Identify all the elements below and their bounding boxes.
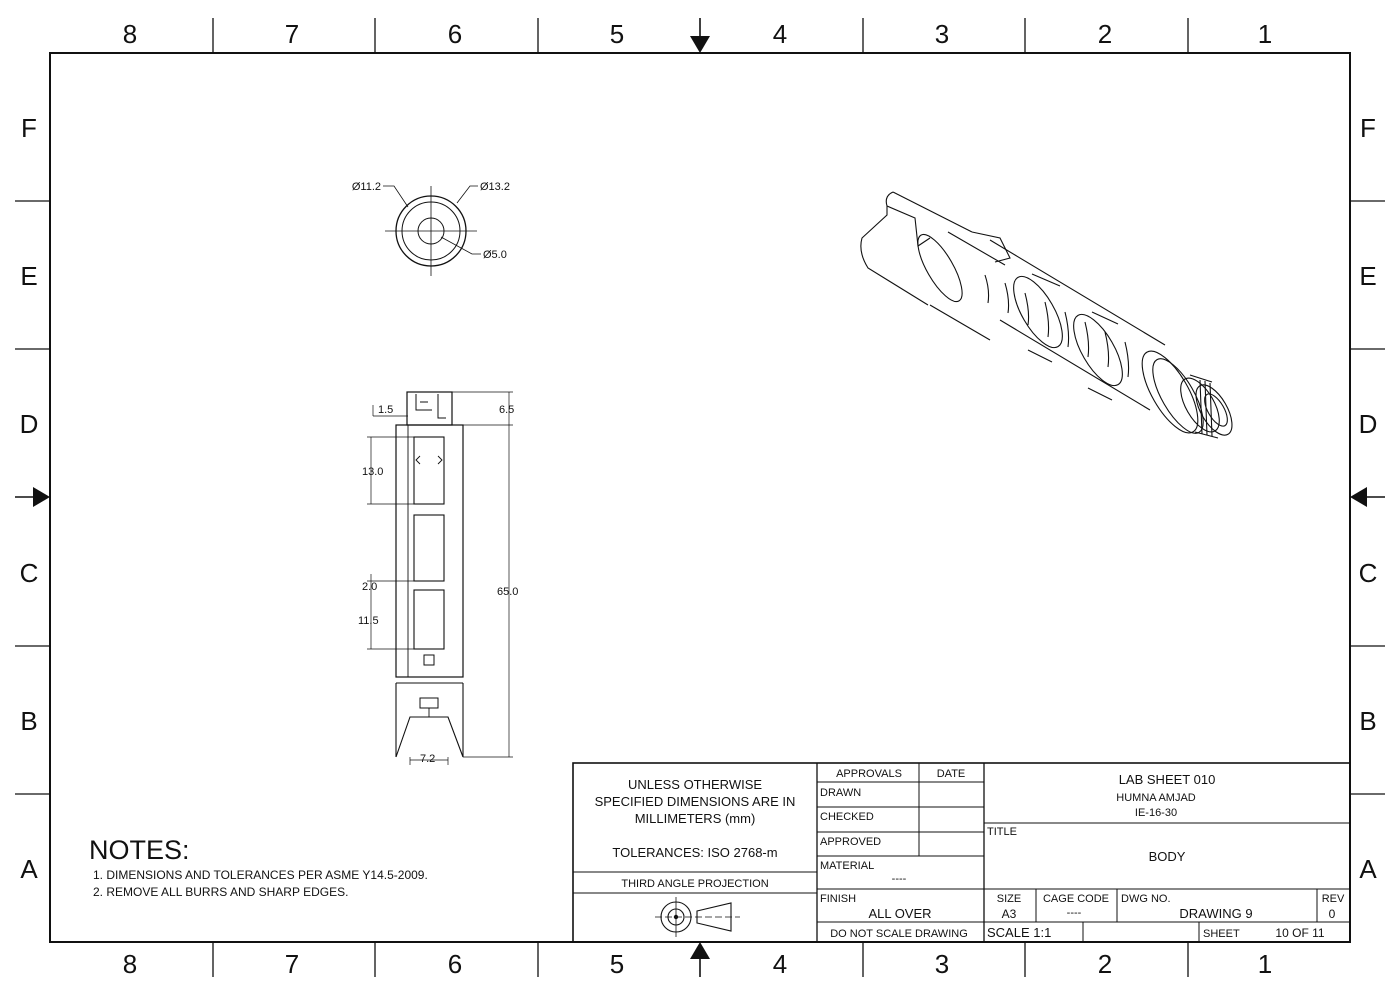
dim-head-height: 6.5 [499, 404, 514, 416]
zone-col-bottom: 1 [1258, 949, 1272, 979]
scale-label: SCALE 1:1 [987, 925, 1051, 940]
zone-row-right: B [1359, 706, 1376, 736]
dim-top-offset: 1.5 [378, 404, 393, 416]
checked-label: CHECKED [820, 811, 874, 823]
note-item: 1. DIMENSIONS AND TOLERANCES PER ASME Y1… [93, 868, 428, 882]
zone-col-bottom: 2 [1098, 949, 1112, 979]
units-note: SPECIFIED DIMENSIONS ARE IN [595, 794, 796, 809]
zone-row-left: A [20, 854, 38, 884]
lab-sheet-label: LAB SHEET 010 [1119, 772, 1216, 787]
title-value: BODY [1149, 849, 1186, 864]
zone-row-left: C [20, 558, 39, 588]
dim-lower-window: 11.5 [358, 615, 379, 627]
sheet-label: SHEET [1203, 928, 1240, 940]
zone-col-top: 5 [610, 19, 624, 49]
do-not-scale-label: DO NOT SCALE DRAWING [830, 928, 968, 940]
dim-inner-bore: Ø11.2 [352, 181, 381, 193]
zone-labels: 8 7 6 5 4 3 2 1 8 7 6 5 4 3 2 1 F E D C … [20, 19, 1378, 979]
dim-window-height: 13.0 [362, 466, 383, 478]
tolerances-note: TOLERANCES: ISO 2768-m [612, 845, 777, 860]
units-note: MILLIMETERS (mm) [635, 811, 756, 826]
drawn-label: DRAWN [820, 787, 861, 799]
dim-base-width: 7.2 [420, 753, 435, 765]
size-label: SIZE [997, 893, 1021, 905]
zone-row-left: E [20, 261, 37, 291]
approved-label: APPROVED [820, 836, 881, 848]
material-label: MATERIAL [820, 860, 874, 872]
zone-col-top: 7 [285, 19, 299, 49]
projection-label: THIRD ANGLE PROJECTION [621, 878, 768, 890]
notes-heading: NOTES: [89, 835, 190, 865]
zone-col-top: 4 [773, 19, 787, 49]
third-angle-projection-icon [655, 897, 740, 937]
zone-row-right: E [1359, 261, 1376, 291]
title-label: TITLE [987, 826, 1017, 838]
zone-col-bottom: 8 [123, 949, 137, 979]
zone-row-right: C [1359, 558, 1378, 588]
dim-outer-diameter: Ø13.2 [480, 181, 510, 193]
zone-col-top: 1 [1258, 19, 1272, 49]
zone-col-bottom: 7 [285, 949, 299, 979]
arrow-up-icon [690, 942, 710, 959]
finish-label: FINISH [820, 893, 856, 905]
front-view: Ø11.2 Ø13.2 Ø5.0 [352, 181, 510, 276]
zone-col-bottom: 5 [610, 949, 624, 979]
isometric-view [860, 191, 1233, 439]
zone-row-left: F [21, 113, 37, 143]
notes: NOTES: 1. DIMENSIONS AND TOLERANCES PER … [89, 835, 428, 899]
sheet-value: 10 OF 11 [1275, 926, 1324, 940]
finish-value: ALL OVER [868, 906, 931, 921]
size-value: A3 [1002, 907, 1017, 921]
dwg-no-value: DRAWING 9 [1179, 906, 1252, 921]
zone-col-bottom: 4 [773, 949, 787, 979]
dwg-no-label: DWG NO. [1121, 893, 1171, 905]
zone-col-top: 8 [123, 19, 137, 49]
dim-center-diameter: Ø5.0 [483, 249, 507, 261]
zone-col-top: 3 [935, 19, 949, 49]
title-block: UNLESS OTHERWISE SPECIFIED DIMENSIONS AR… [572, 762, 1351, 943]
material-value: ---- [892, 873, 907, 885]
side-view: 1.5 6.5 13.0 65.0 2.0 11.5 7.2 [358, 391, 518, 765]
rev-label: REV [1322, 893, 1345, 905]
arrow-down-icon [690, 36, 710, 53]
approvals-header: APPROVALS [836, 768, 902, 780]
zone-col-top: 2 [1098, 19, 1112, 49]
zone-row-left: D [20, 409, 39, 439]
centering-marks [15, 18, 1385, 977]
date-header: DATE [937, 768, 966, 780]
dim-window-gap: 2.0 [362, 581, 377, 593]
zone-row-right: F [1360, 113, 1376, 143]
zone-col-bottom: 6 [448, 949, 462, 979]
zone-col-top: 6 [448, 19, 462, 49]
sheet-border [15, 18, 1385, 977]
arrow-right-icon [33, 487, 50, 507]
author-name: HUMNA AMJAD [1116, 792, 1196, 804]
roll-number: IE-16-30 [1135, 807, 1177, 819]
zone-row-right: A [1359, 854, 1377, 884]
arrow-left-icon [1350, 487, 1367, 507]
zone-col-bottom: 3 [935, 949, 949, 979]
note-item: 2. REMOVE ALL BURRS AND SHARP EDGES. [93, 885, 348, 899]
zone-row-left: B [20, 706, 37, 736]
dim-total-length: 65.0 [497, 586, 518, 598]
cage-code-label: CAGE CODE [1043, 893, 1109, 905]
zone-row-right: D [1359, 409, 1378, 439]
units-note: UNLESS OTHERWISE [628, 777, 762, 792]
rev-value: 0 [1329, 907, 1336, 921]
cage-code-value: ---- [1067, 907, 1082, 919]
